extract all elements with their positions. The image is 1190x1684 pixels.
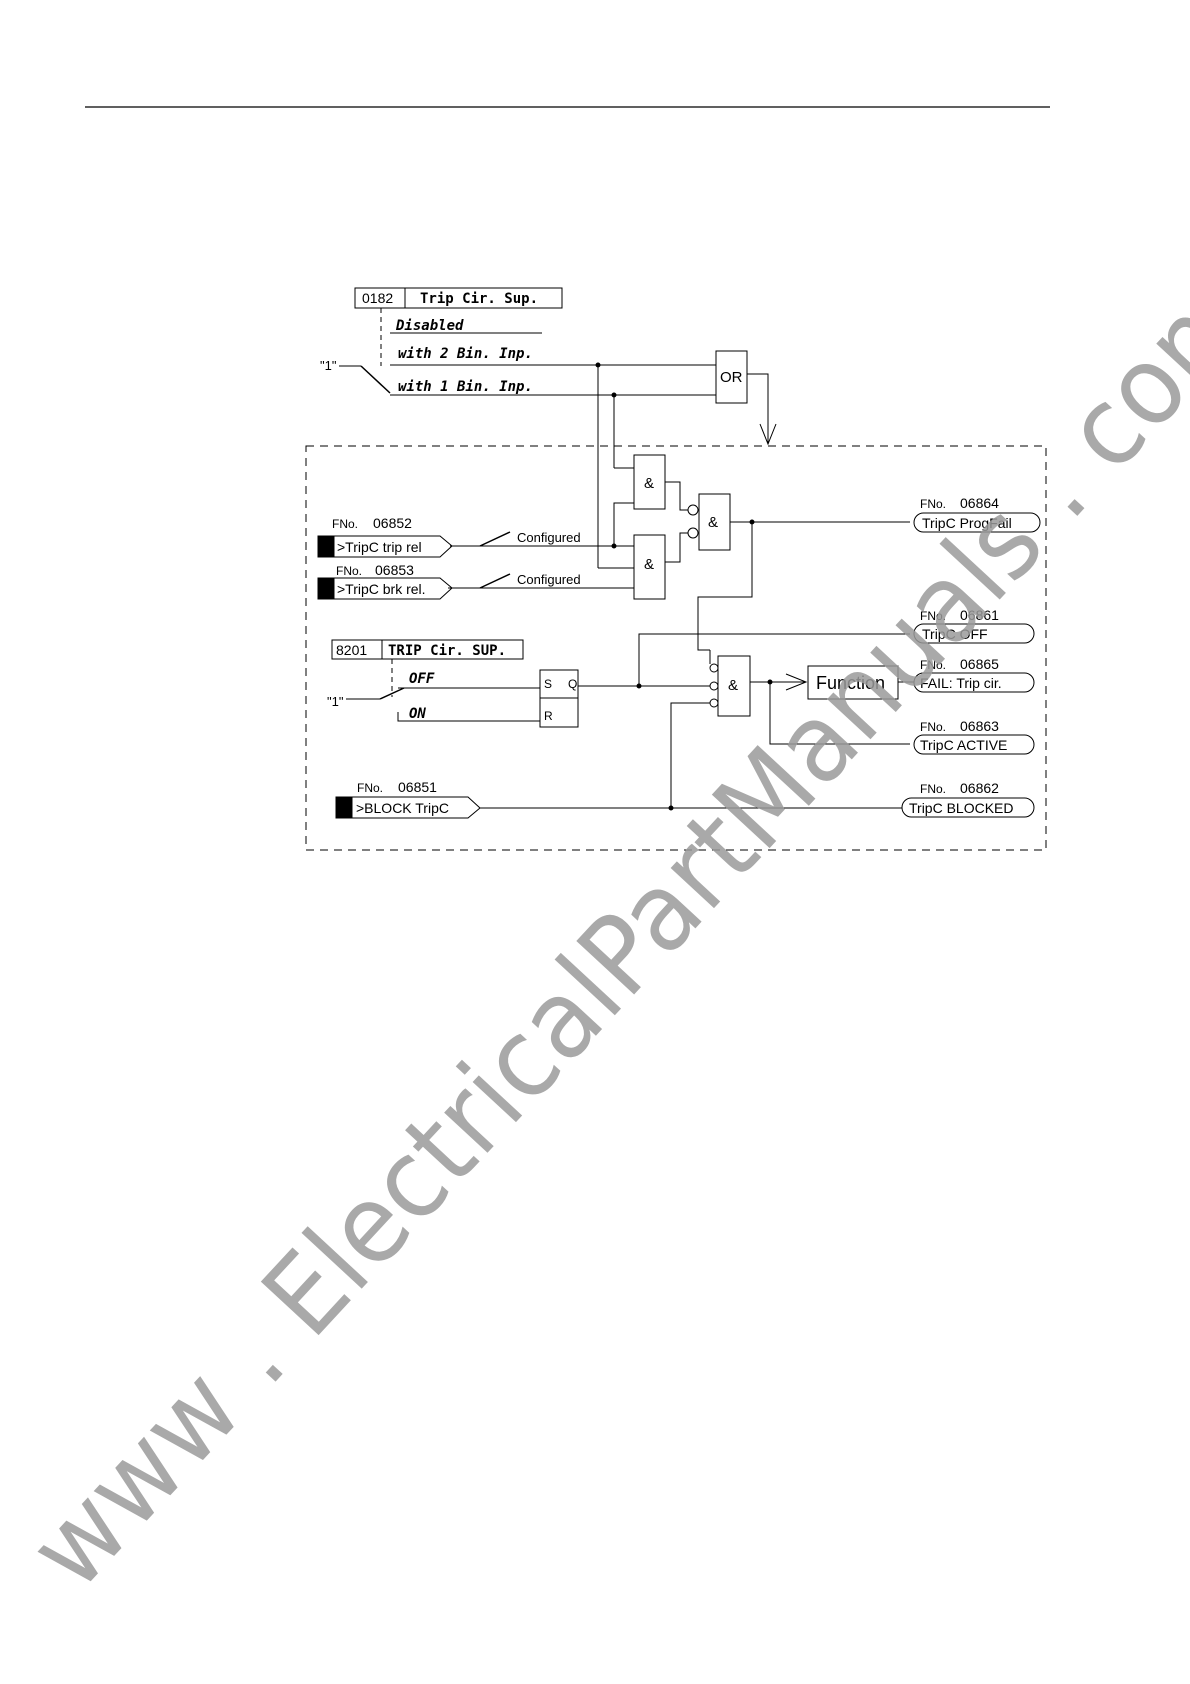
and-gate-2-label: & bbox=[644, 556, 654, 573]
input-trip-rel-switch: Configured bbox=[517, 530, 581, 545]
param-0182-block: 0182 Trip Cir. Sup. bbox=[354, 287, 563, 309]
and-gate-2: & bbox=[633, 534, 666, 600]
input-block-label: >BLOCK TripC bbox=[356, 800, 449, 816]
and-gate-4-label: & bbox=[728, 677, 738, 694]
output-fail-trip-cir: FNo. 06865 FAIL: Trip cir. bbox=[913, 656, 1035, 693]
input-brk-rel-switch: Configured bbox=[517, 572, 581, 587]
param-8201-address: 8201 bbox=[336, 642, 367, 658]
output-active-fno: 06863 bbox=[960, 718, 999, 734]
output-active-fno-prefix: FNo. bbox=[920, 720, 946, 734]
option-off: OFF bbox=[409, 671, 435, 687]
output-progfail-fno-prefix: FNo. bbox=[920, 497, 946, 511]
function-block-label: Function bbox=[816, 673, 885, 693]
flipflop-r: R bbox=[544, 709, 553, 723]
flipflop-s: S bbox=[544, 677, 552, 691]
and-gate-1: & bbox=[633, 454, 666, 510]
output-blocked-fno: 06862 bbox=[960, 780, 999, 796]
output-blocked-fno-prefix: FNo. bbox=[920, 782, 946, 796]
input-block-fno: 06851 bbox=[398, 779, 437, 795]
input-trip-rel: FNo. 06852 >TripC trip rel Configured bbox=[317, 515, 581, 558]
and-gate-3-label: & bbox=[708, 514, 718, 531]
output-fail-fno-prefix: FNo. bbox=[920, 658, 946, 672]
output-progfail: FNo. 06864 TripC ProgFail bbox=[913, 495, 1041, 533]
rs-flipflop: S Q R bbox=[539, 669, 579, 728]
input-brk-rel-fno: 06853 bbox=[375, 562, 414, 578]
output-tripc-blocked: FNo. 06862 TripC BLOCKED bbox=[901, 780, 1035, 818]
and-gate-4: & bbox=[717, 655, 751, 717]
flipflop-q: Q bbox=[568, 677, 577, 691]
option-on: ON bbox=[409, 706, 426, 722]
output-off-fno: 06861 bbox=[960, 607, 999, 623]
const-one-bottom: "1" bbox=[327, 694, 344, 709]
output-fail-fno: 06865 bbox=[960, 656, 999, 672]
input-block-tripc: FNo. 06851 >BLOCK TripC bbox=[335, 779, 481, 819]
const-one-top: "1" bbox=[320, 358, 337, 373]
input-brk-rel: FNo. 06853 >TripC brk rel. Configured bbox=[317, 562, 581, 600]
input-block-fno-prefix: FNo. bbox=[357, 781, 383, 795]
and-gate-1-label: & bbox=[644, 475, 654, 492]
option-1-bin-inp: with 1 Bin. Inp. bbox=[398, 379, 533, 395]
output-fail-label: FAIL: Trip cir. bbox=[920, 675, 1002, 691]
option-2-bin-inp: with 2 Bin. Inp. bbox=[398, 346, 533, 362]
input-brk-rel-fno-prefix: FNo. bbox=[336, 564, 362, 578]
or-gate: OR bbox=[715, 350, 748, 404]
and-gate-3: & bbox=[698, 493, 731, 551]
input-trip-rel-fno: 06852 bbox=[373, 515, 412, 531]
input-trip-rel-label: >TripC trip rel bbox=[337, 539, 422, 555]
output-off-label: TripC OFF bbox=[922, 626, 988, 642]
output-tripc-off: FNo. 06861 TripC OFF bbox=[913, 607, 1035, 644]
output-progfail-label: TripC ProgFail bbox=[922, 515, 1012, 531]
param-8201-title: TRIP Cir. SUP. bbox=[388, 643, 506, 659]
function-boundary bbox=[305, 445, 1047, 851]
param-0182-address: 0182 bbox=[362, 290, 393, 306]
output-active-label: TripC ACTIVE bbox=[920, 737, 1007, 753]
output-tripc-active: FNo. 06863 TripC ACTIVE bbox=[913, 718, 1035, 755]
param-8201-block: 8201 TRIP Cir. SUP. bbox=[331, 639, 524, 660]
param-0182-title: Trip Cir. Sup. bbox=[420, 291, 538, 307]
or-gate-label: OR bbox=[720, 369, 743, 386]
output-progfail-fno: 06864 bbox=[960, 495, 999, 511]
output-off-fno-prefix: FNo. bbox=[920, 609, 946, 623]
input-brk-rel-label: >TripC brk rel. bbox=[337, 581, 426, 597]
option-disabled: Disabled bbox=[395, 318, 464, 334]
output-blocked-label: TripC BLOCKED bbox=[909, 800, 1014, 816]
input-trip-rel-fno-prefix: FNo. bbox=[332, 517, 358, 531]
